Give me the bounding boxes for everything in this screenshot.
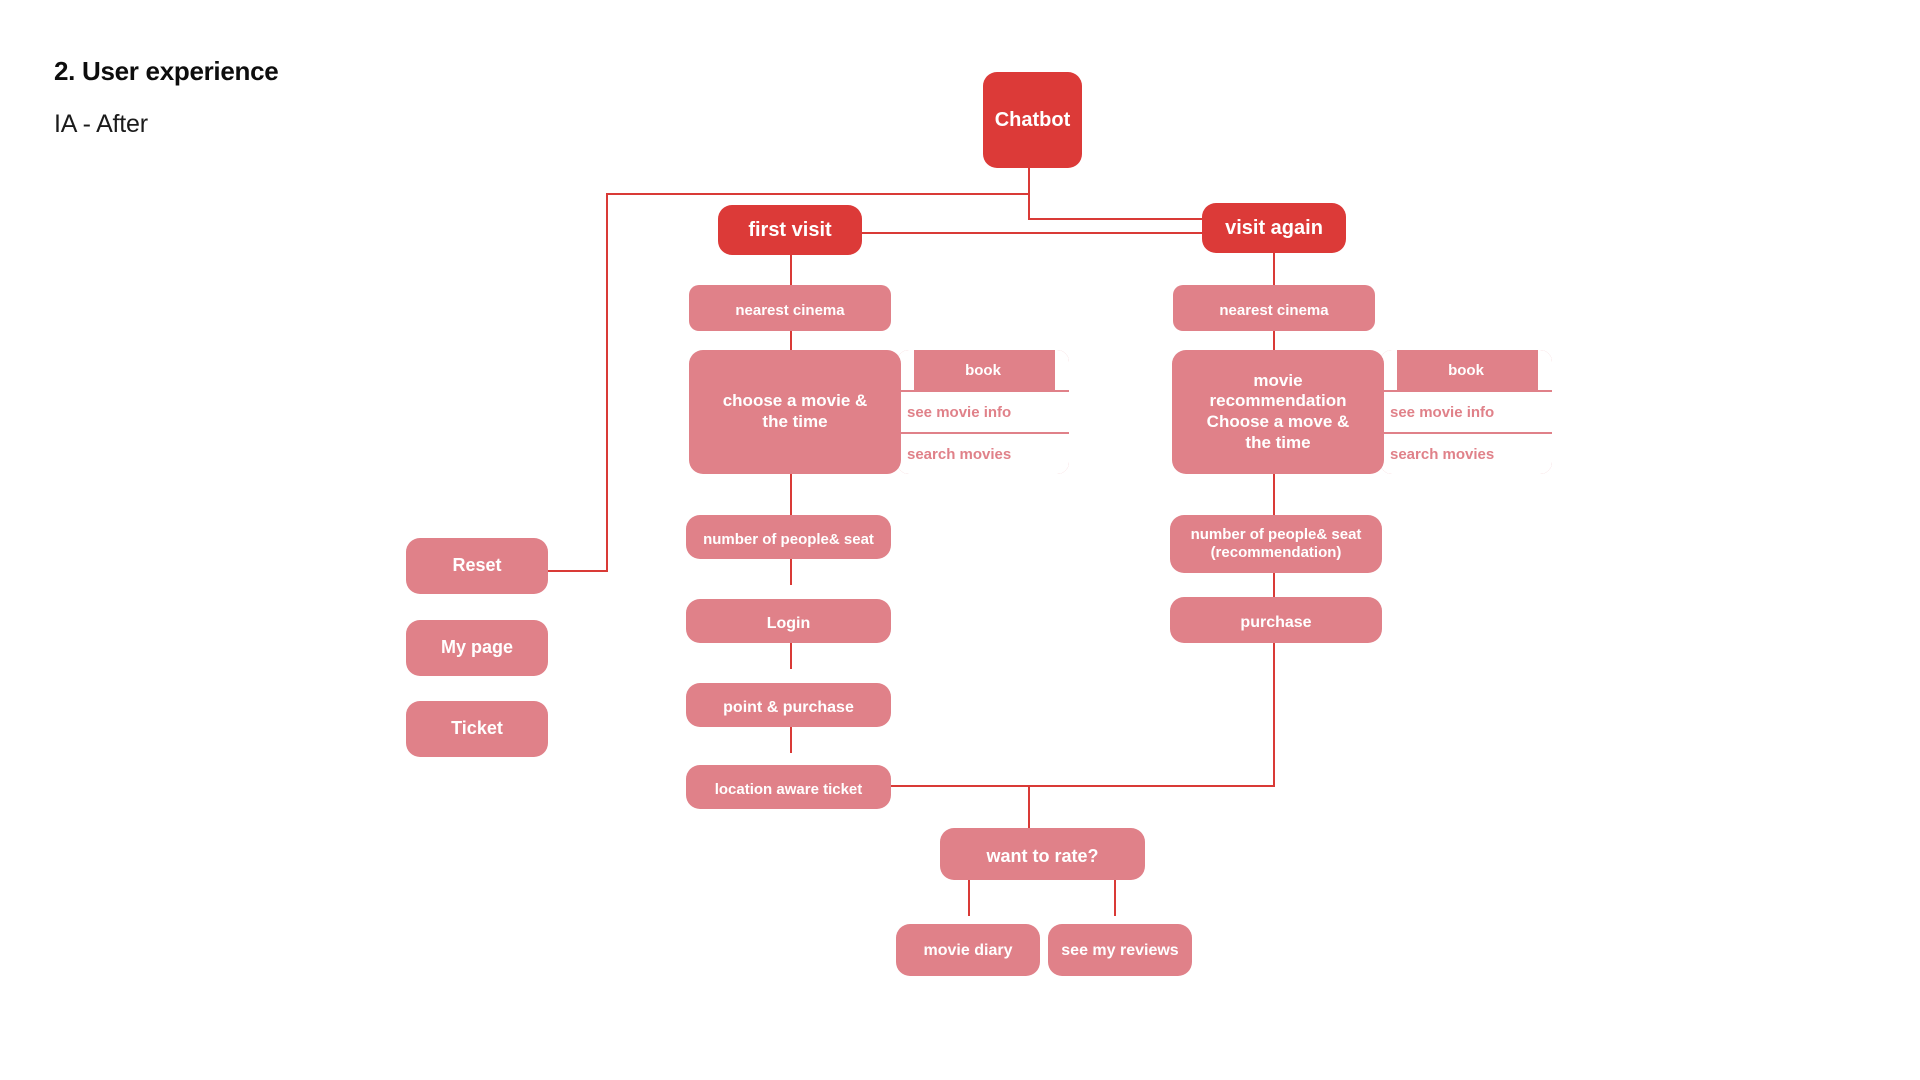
node-label: first visit — [748, 218, 832, 241]
connector-bus-to-rate — [1028, 785, 1030, 830]
node-movie-recommendation[interactable]: movie recommendation Choose a move & the… — [1172, 350, 1384, 474]
sublist-item-see-movie-info[interactable]: see movie info — [1380, 392, 1552, 432]
node-label: see my reviews — [1061, 942, 1179, 959]
connector-people-to-login — [790, 557, 792, 585]
node-label: number of people& seat — [703, 531, 874, 548]
node-see-my-reviews[interactable]: see my reviews — [1048, 924, 1192, 976]
connector-recommend-to-people — [1273, 473, 1275, 515]
connector-people2-to-purchase — [1273, 571, 1275, 599]
connector-chatbot-to-visit-again — [1028, 218, 1202, 220]
connector-point-to-ticket — [790, 725, 792, 753]
node-label: Reset — [452, 555, 502, 576]
sublist-item-label: search movies — [1390, 445, 1495, 463]
sublist-notch-right — [1055, 350, 1069, 390]
connector-purchase-down — [1273, 643, 1275, 786]
node-nearest-cinema-again[interactable]: nearest cinema — [1173, 285, 1375, 331]
node-reset[interactable]: Reset — [406, 538, 548, 594]
node-label: My page — [440, 637, 514, 658]
sublist-first-visit: book see movie info search movies — [897, 350, 1069, 474]
sublist-visit-again: book see movie info search movies — [1380, 350, 1552, 474]
node-label: purchase — [1240, 614, 1312, 631]
connector-cinema-to-choose — [790, 330, 792, 350]
sublist-item-search-movies[interactable]: search movies — [897, 434, 1069, 474]
node-my-page[interactable]: My page — [406, 620, 548, 676]
node-label: Chatbot — [994, 109, 1071, 131]
node-label: movie diary — [923, 942, 1013, 959]
node-first-visit[interactable]: first visit — [718, 205, 862, 255]
node-label: Login — [766, 615, 811, 632]
sublist-item-book[interactable]: book — [897, 350, 1069, 390]
node-label: visit again — [1225, 216, 1323, 239]
node-movie-diary[interactable]: movie diary — [896, 924, 1040, 976]
connector-rate-to-diary — [968, 869, 970, 916]
sublist-item-label: see movie info — [1390, 403, 1495, 421]
connector-chatbot-to-first-visit — [790, 232, 1202, 234]
node-number-of-people-seat[interactable]: number of people& seat — [686, 515, 891, 559]
node-label: point & purchase — [723, 699, 854, 716]
node-nearest-cinema-first[interactable]: nearest cinema — [689, 285, 891, 331]
sublist-item-label: see movie info — [907, 403, 1012, 421]
sublist-notch-left — [1380, 350, 1397, 390]
page-title: 2. User experience — [54, 56, 279, 86]
node-label: want to rate? — [986, 846, 1099, 866]
connector-bottom-bus — [890, 785, 1275, 787]
connector-first-visit-to-cinema — [790, 255, 792, 287]
sublist-item-search-movies[interactable]: search movies — [1380, 434, 1552, 474]
node-label: movie recommendation Choose a move & the… — [1206, 370, 1350, 452]
sublist-item-label: search movies — [907, 445, 1012, 463]
connector-cinema2-to-recommend — [1273, 330, 1275, 350]
sublist-notch-left — [897, 350, 914, 390]
connector-rate-to-reviews — [1114, 869, 1116, 916]
node-ticket[interactable]: Ticket — [406, 701, 548, 757]
sublist-item-see-movie-info[interactable]: see movie info — [897, 392, 1069, 432]
node-label: Ticket — [451, 718, 503, 739]
connector-bus-left-top — [606, 193, 1030, 195]
sublist-item-book[interactable]: book — [1380, 350, 1552, 390]
node-login[interactable]: Login — [686, 599, 891, 643]
node-label: nearest cinema — [735, 302, 845, 319]
sublist-notch-right — [1538, 350, 1552, 390]
node-chatbot[interactable]: Chatbot — [983, 72, 1082, 168]
sublist-item-label: book — [1448, 361, 1484, 379]
node-label: location aware ticket — [714, 781, 863, 798]
sublist-item-label: book — [965, 361, 1001, 379]
node-label: nearest cinema — [1219, 302, 1329, 319]
page-subtitle: IA - After — [54, 110, 148, 138]
connector-login-to-point — [790, 641, 792, 669]
connector-visit-again-to-cinema — [1273, 253, 1275, 287]
connector-reset — [545, 570, 608, 572]
node-want-to-rate[interactable]: want to rate? — [940, 828, 1145, 880]
node-label: choose a movie & the time — [722, 391, 868, 431]
node-visit-again[interactable]: visit again — [1202, 203, 1346, 253]
connector-bus-left-vertical — [606, 193, 608, 571]
connector-choose-to-people — [790, 473, 792, 515]
node-label: number of people& seat (recommendation) — [1190, 526, 1362, 562]
node-point-purchase[interactable]: point & purchase — [686, 683, 891, 727]
node-number-of-people-seat-recommendation[interactable]: number of people& seat (recommendation) — [1170, 515, 1382, 573]
node-choose-movie-time[interactable]: choose a movie & the time — [689, 350, 901, 474]
node-purchase[interactable]: purchase — [1170, 597, 1382, 643]
node-location-aware-ticket[interactable]: location aware ticket — [686, 765, 891, 809]
